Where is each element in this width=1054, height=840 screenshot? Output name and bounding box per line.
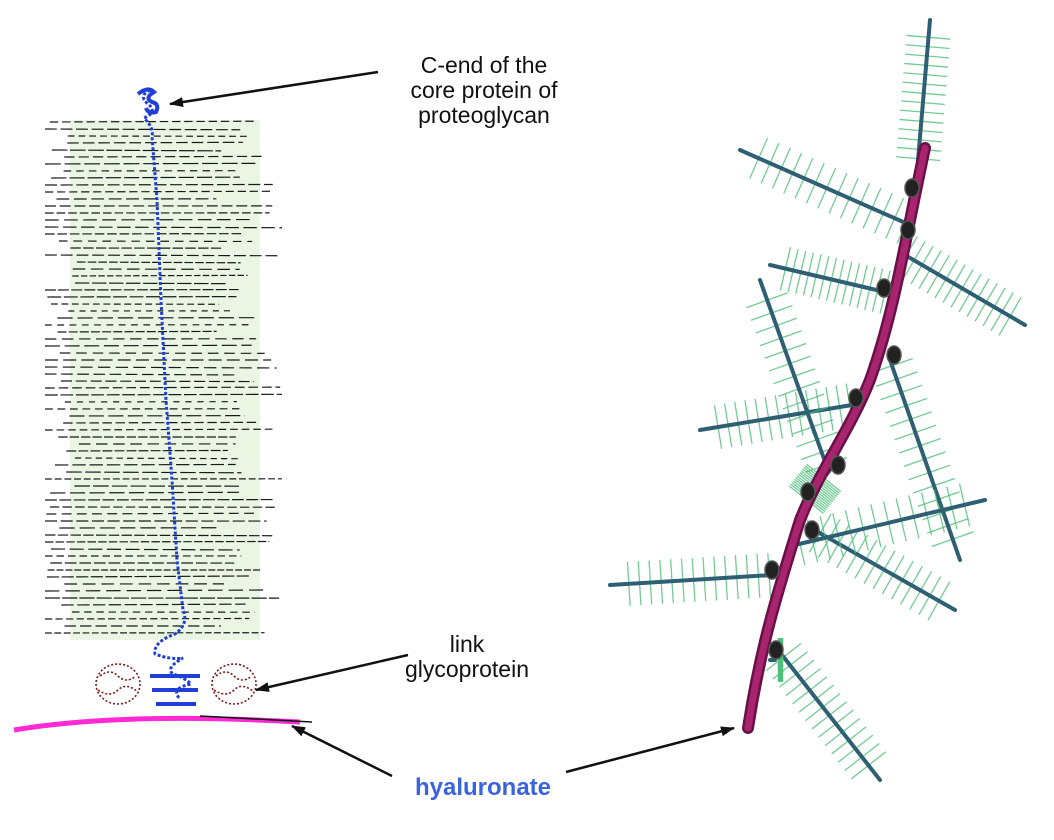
branch-core-protein [890,360,960,560]
branch-core-protein [760,280,828,470]
hyaluronate-strand-left [14,718,300,730]
link-glycoprotein-label: link glycoprotein [362,632,572,682]
core-protein-label-line2: core protein of [384,78,584,103]
link-protein-node [765,561,779,579]
gag-chain [72,275,247,276]
gag-chain [45,184,273,185]
link-glycoprotein-label-line2: glycoprotein [362,657,572,682]
link-protein-node [905,179,919,197]
gag-chain [63,422,256,423]
gag-chain [75,283,227,284]
hyaluronate-label: hyaluronate [398,775,568,800]
link-protein-node [877,279,891,297]
link-protein-node [769,641,783,659]
gag-chain [45,255,278,256]
branch-core-protein [700,405,852,430]
branch-core-protein [782,655,880,780]
link-protein-node [901,221,915,239]
gag-chain [51,177,240,178]
arrow-to-hyaluronate-right [566,728,734,772]
link-glycoprotein-label-line1: link [362,632,572,657]
gag-chain [66,450,228,451]
proteoglycan-aggregate [610,20,1025,780]
gag-chain [45,394,282,395]
gag-chain [50,121,254,122]
link-protein-node [801,483,815,501]
core-protein-label-line1: C-end of the [384,53,584,78]
link-glycoprotein-right [212,664,256,704]
core-protein-label: C-end of the core protein of proteoglyca… [384,53,584,128]
link-protein-node [849,389,863,407]
link-protein-node [887,346,901,364]
link-protein-node [831,456,845,474]
proteoglycan-branches [610,20,1025,780]
branch-core-protein [740,150,910,225]
branch-core-protein [818,532,955,610]
gag-chain [45,163,255,164]
gag-chain [57,331,216,332]
core-protein-label-line3: proteoglycan [384,103,584,128]
link-protein-node [805,521,819,539]
branch-core-protein [918,20,930,160]
proteoglycan-monomer [45,89,282,698]
arrow-to-hyaluronate-left [292,726,392,776]
branch-core-protein [770,265,885,292]
arrow-to-c-end [170,72,378,104]
gag-chain [67,142,243,143]
core-protein-c-end [138,89,157,112]
link-glycoprotein-left [96,664,140,704]
core-protein-anchor [150,676,200,704]
